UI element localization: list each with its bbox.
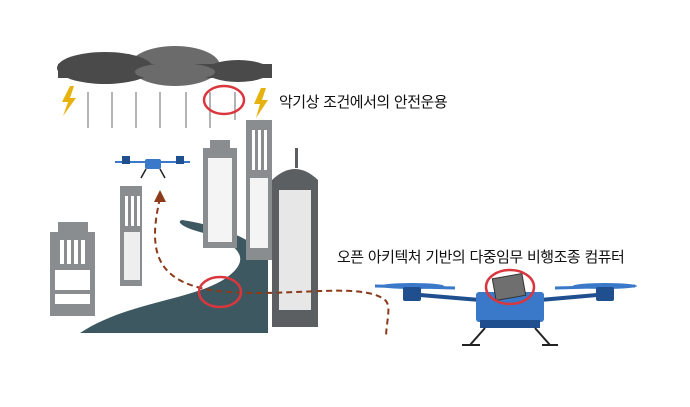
flight-computer-label: 오픈 아키텍처 기반의 다중임무 비행조종 컴퓨터 <box>337 248 625 266</box>
arrowhead <box>154 190 166 202</box>
storm-cloud-icon <box>57 46 272 86</box>
building-center <box>203 140 237 248</box>
building-front <box>272 148 318 327</box>
river <box>80 220 268 333</box>
building-tower-left <box>120 186 142 286</box>
building-tall <box>246 120 272 260</box>
weather-highlight-ring <box>202 84 246 116</box>
drone-icon <box>115 156 190 179</box>
lightning-icon <box>62 86 268 118</box>
building-left <box>50 222 95 316</box>
rain-lines <box>87 92 236 128</box>
chip-icon <box>491 272 527 302</box>
chip-highlight-ring <box>484 268 536 306</box>
path-highlight-ring <box>197 275 243 309</box>
adverse-weather-label: 악기상 조건에서의 안전운용 <box>279 93 448 111</box>
